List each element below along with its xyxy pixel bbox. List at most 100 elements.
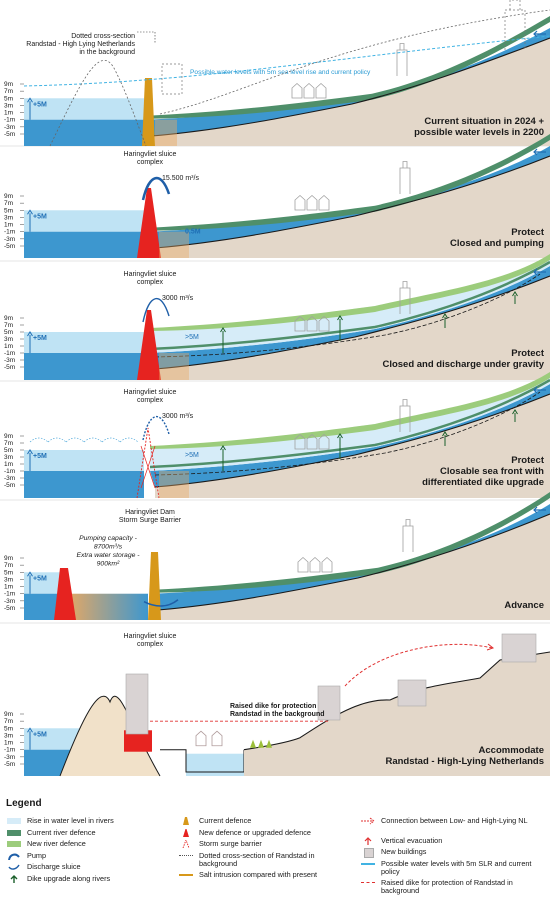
axis-tick-label: 7m: [4, 200, 13, 207]
house: [294, 315, 306, 332]
axis-tick-label: 9m: [4, 711, 13, 718]
building-icon: [360, 848, 376, 858]
legend-item: New river defence: [6, 840, 156, 851]
current-defence-shape: [142, 78, 155, 146]
axis-tick-label: -5m: [4, 364, 15, 371]
dike-upgrade-arrow-head: [512, 291, 518, 297]
sea-rise-band: [24, 572, 66, 594]
discharge-arrow: [143, 599, 179, 607]
cross-section-label: Dotted cross-section: [71, 33, 135, 40]
connection-arrowhead: [486, 643, 495, 651]
legend-item: Possible water levels with 5m SLR and cu…: [360, 858, 545, 879]
dotted-section-icon: [178, 852, 194, 860]
panel-header: complex: [137, 397, 164, 404]
legend-item: Vertical evacuation: [360, 836, 545, 848]
axis-tick-label: -5m: [4, 131, 15, 138]
tree: [258, 739, 264, 748]
new-building: [317, 685, 341, 721]
river-rise-band: [150, 376, 550, 471]
axis-tick-label: 3m: [4, 732, 13, 739]
wave-arc: [47, 437, 67, 443]
legend-item-label: Discharge sluice: [27, 862, 81, 871]
dike-upgrade-arrow-head: [442, 431, 448, 437]
river-water: [150, 266, 550, 369]
land-body: [158, 514, 550, 620]
axis-tick-label: -3m: [4, 236, 15, 243]
legend-item: Discharge sluice: [6, 863, 156, 874]
panel-header: Haringvliet sluice: [124, 389, 177, 396]
rise-label: +5M: [33, 575, 47, 582]
axis-tick-label: 5m: [4, 329, 13, 336]
rise-arrow-head: [27, 571, 33, 577]
evacuation-icon: [360, 836, 376, 845]
axis-tick-label: 1m: [4, 343, 13, 350]
old-level-dashed-line: [154, 391, 541, 476]
raised-dike-icon: [360, 879, 376, 887]
legend-item-label: Connection between Low- and High-Lying N…: [381, 816, 528, 825]
new-defence-shape: [124, 730, 152, 752]
panel-title: Protect: [511, 455, 545, 466]
river-rise-band: [150, 258, 550, 353]
axis-tick-label: 3m: [4, 336, 13, 343]
panel-title: Advance: [504, 600, 544, 611]
new-defence-shape: [54, 568, 76, 620]
salt-intrusion: [159, 471, 189, 498]
legend-item: Dotted cross-section of Randstad in back…: [178, 851, 348, 871]
barrier-truss: [140, 445, 156, 489]
axis-tick-label: -3m: [4, 357, 15, 364]
panel-title: Closed and discharge under gravity: [382, 359, 544, 370]
axis-tick-label: -1m: [4, 468, 15, 475]
axis-tick-label: 9m: [4, 433, 13, 440]
house: [211, 730, 223, 747]
panel-header: complex: [137, 279, 164, 286]
tower: [399, 399, 411, 432]
axis-tick-label: 3m: [4, 214, 13, 221]
sea-water: [24, 231, 144, 258]
house: [309, 556, 321, 573]
axis-tick-label: 9m: [4, 81, 13, 88]
dike-upgrade-arrow-head: [220, 445, 226, 451]
sea-water: [24, 119, 144, 146]
river-flow-arrow: [533, 268, 546, 276]
house: [294, 194, 306, 211]
rise-label: +5M: [33, 335, 47, 342]
land-body: [155, 394, 550, 498]
dune-mound: [60, 696, 160, 776]
raised-dike-label: Randstad in the background: [230, 711, 325, 718]
legend-item-label: Possible water levels with 5m SLR and cu…: [381, 858, 532, 876]
panel-header: Haringvliet sluice: [124, 271, 177, 278]
pump-arrow: [141, 176, 171, 201]
axis-tick-label: -1m: [4, 229, 15, 236]
legend-item: Raised dike for protection of Randstad i…: [360, 879, 545, 898]
panel-header: Storm Surge Barrier: [119, 517, 182, 524]
legend-item: Storm surge barrier: [178, 838, 348, 851]
axis-tick-label: 5m: [4, 207, 13, 214]
river-water: [153, 504, 550, 610]
axis-tick-label: -3m: [4, 754, 15, 761]
rise-swatch: [6, 817, 22, 825]
water-note: >5M: [185, 334, 199, 341]
land-body: [152, 38, 550, 146]
dike-upgrade-arrow-head: [442, 313, 448, 319]
tree: [250, 739, 256, 748]
tower: [402, 519, 414, 552]
legend-item: New defence or upgraded defence: [178, 828, 348, 840]
axis-tick-label: 1m: [4, 740, 13, 747]
axis-tick-label: -3m: [4, 598, 15, 605]
panel-header: Haringvliet Dam: [125, 509, 175, 516]
dike-upgrade-arrow-head: [337, 315, 343, 321]
axis-tick-label: -5m: [4, 243, 15, 250]
new-building: [397, 679, 427, 707]
legend-item-label: Raised dike for protection of Randstad i…: [381, 878, 513, 895]
legend-column-3: Connection between Low- and High-Lying N…: [360, 817, 545, 899]
land-edge-line: [151, 37, 550, 137]
dike-strip: [153, 492, 550, 593]
axis-tick-label: 7m: [4, 88, 13, 95]
dike-upgrade-arrow-head: [512, 409, 518, 415]
axis-tick-label: 7m: [4, 562, 13, 569]
axis-tick-label: 9m: [4, 555, 13, 562]
